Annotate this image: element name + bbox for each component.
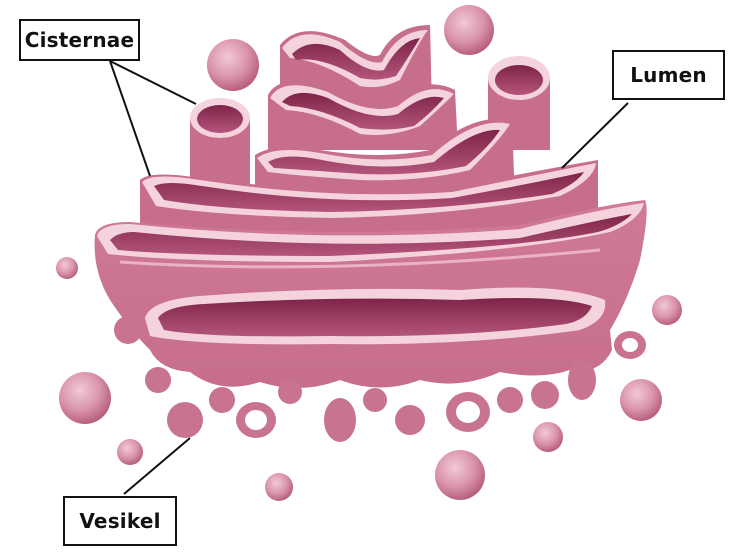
leader-lines <box>109 60 629 495</box>
vesicle <box>59 372 111 424</box>
cisternae-leader-2 <box>109 60 151 177</box>
vesicle <box>207 39 259 91</box>
vesicle <box>620 379 662 421</box>
golgi-body <box>94 200 647 389</box>
vesicle <box>533 422 563 452</box>
cisterna-second <box>268 81 458 150</box>
label-cisternae: Cisternae <box>19 19 140 61</box>
budding-vesicles <box>114 316 646 442</box>
tube-left <box>190 98 250 190</box>
cisternae-leader-1 <box>109 60 197 105</box>
vesicle <box>652 295 682 325</box>
vesicle <box>56 257 78 279</box>
label-vesikel: Vesikel <box>63 496 177 546</box>
cisterna-fourth <box>140 160 598 250</box>
vesicle <box>117 439 143 465</box>
vesikel-leader <box>123 437 191 495</box>
cisterna-third <box>255 118 515 200</box>
lumen-leader <box>561 102 629 169</box>
vesicle <box>444 5 494 55</box>
vesicle <box>435 450 485 500</box>
label-lumen: Lumen <box>612 50 725 100</box>
free-vesicles <box>56 5 682 501</box>
vesicle <box>265 473 293 501</box>
